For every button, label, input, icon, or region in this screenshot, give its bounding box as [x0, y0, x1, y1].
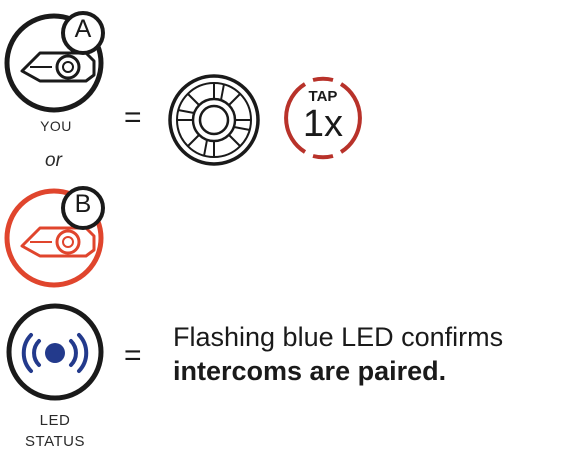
tap-indicator: TAP 1x — [275, 70, 371, 166]
tap-ring-icon — [284, 76, 362, 160]
headset-device-icon — [4, 11, 105, 113]
device-b-letter: B — [74, 190, 92, 218]
device-b: B — [0, 186, 110, 294]
message-line1: Flashing blue LED confirms — [173, 322, 504, 352]
tap-label: TAP — [308, 88, 338, 105]
equals-sign: = — [124, 339, 142, 372]
led-caption-line1: LED — [39, 412, 71, 429]
or-text: or — [45, 150, 62, 171]
device-a: A — [0, 5, 110, 115]
device-a-caption: YOU — [40, 118, 72, 134]
led-status — [3, 300, 107, 404]
jog-dial — [166, 72, 262, 168]
tap-count: 1x — [302, 103, 344, 145]
led-caption-line2: STATUS — [25, 433, 85, 450]
led-signal-icon — [6, 303, 104, 401]
equals-sign: = — [124, 101, 142, 134]
jog-dial-icon — [168, 74, 260, 166]
device-a-letter: A — [74, 15, 92, 43]
message-line2: intercoms are paired. — [173, 356, 447, 386]
status-message: Flashing blue LED confirms intercoms are… — [173, 320, 503, 388]
headset-device-icon — [4, 186, 105, 288]
